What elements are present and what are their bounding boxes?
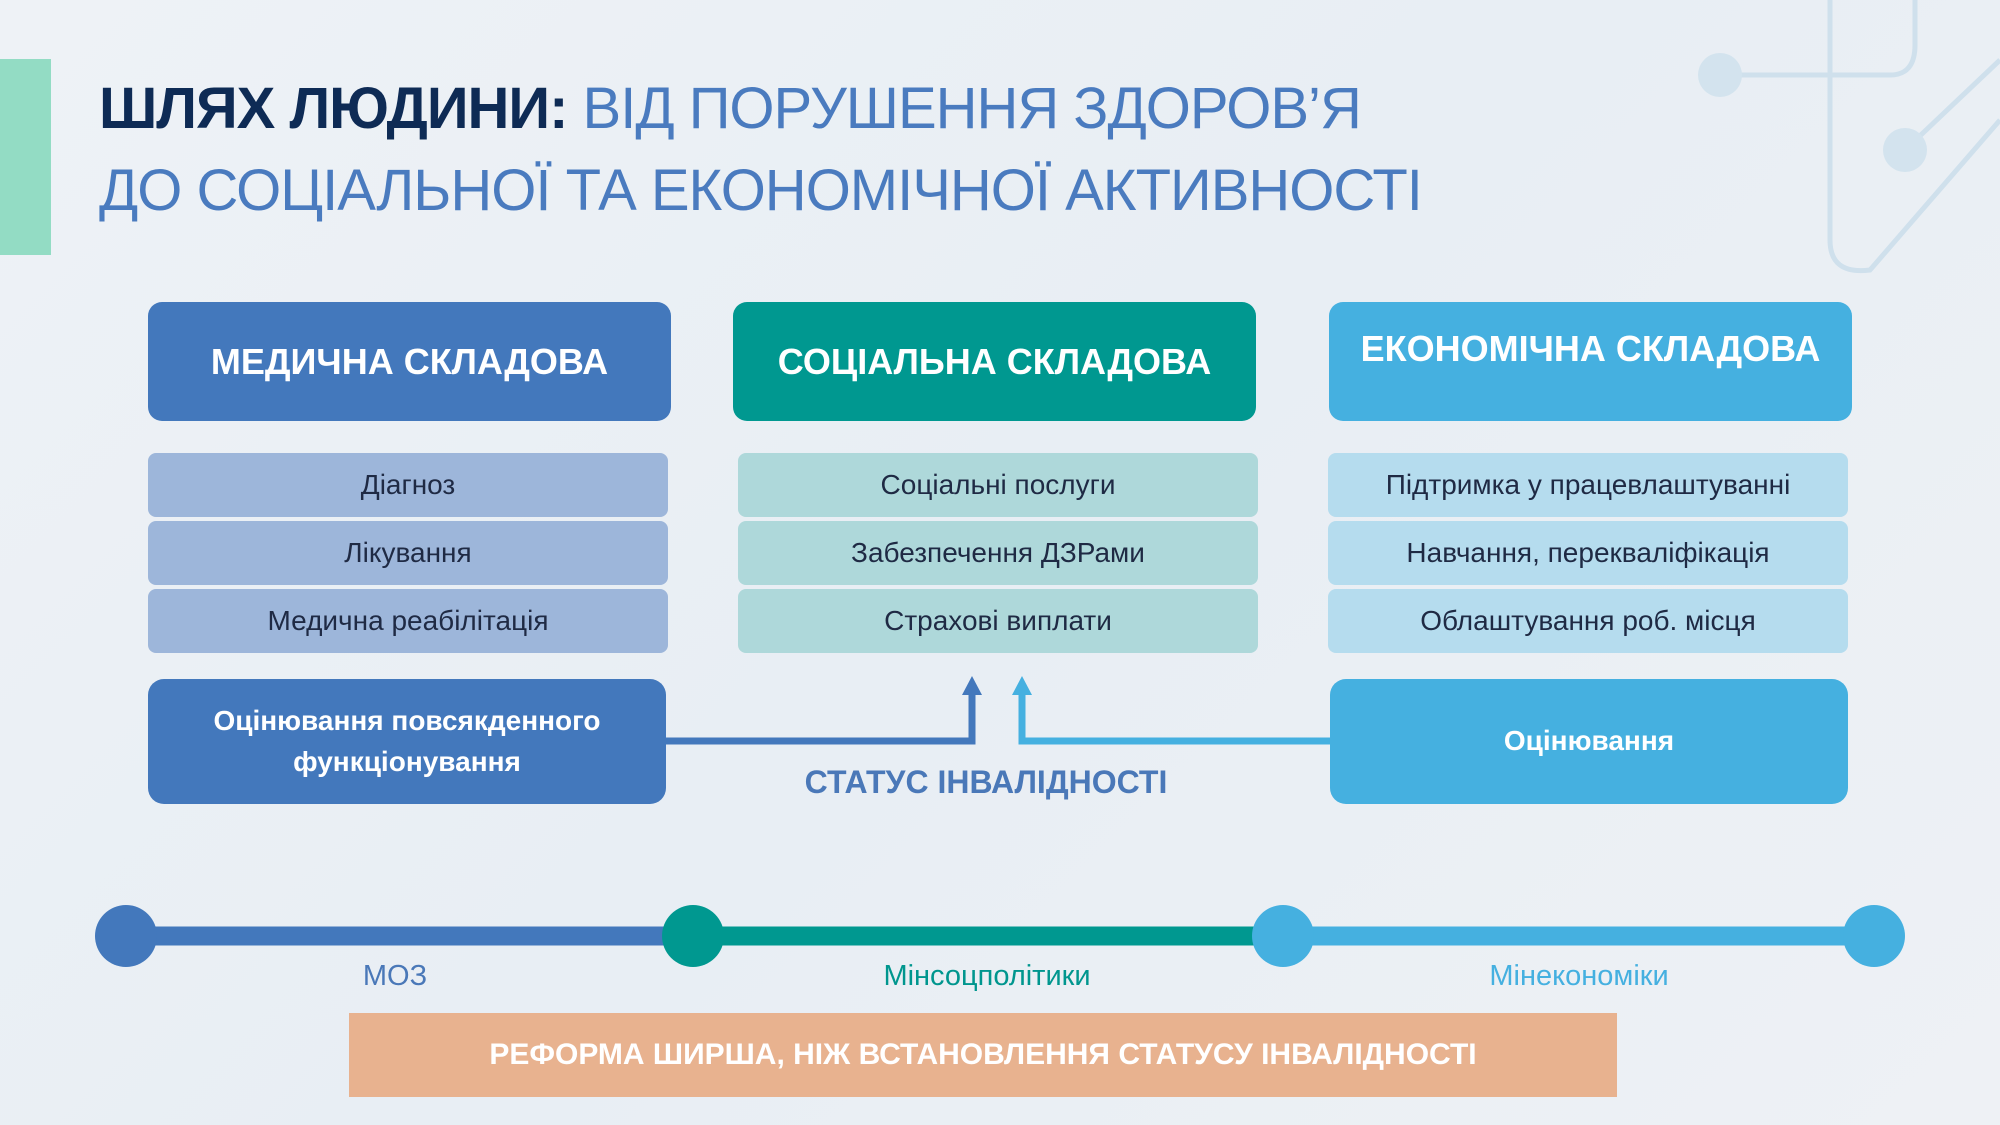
title-rest: ВІД ПОРУШЕННЯ ЗДОРОВ’Я — [567, 76, 1362, 141]
reform-banner: РЕФОРМА ШИРША, НІЖ ВСТАНОВЛЕННЯ СТАТУСУ … — [349, 1013, 1617, 1097]
title-line-1: ШЛЯХ ЛЮДИНИ: ВІД ПОРУШЕННЯ ЗДОРОВ’Я — [99, 80, 1362, 138]
item-medical-rehab: Медична реабілітація — [148, 589, 668, 653]
timeline-label-moz: МОЗ — [362, 960, 428, 992]
item-employment-support: Підтримка у працевлаштуванні — [1328, 453, 1848, 517]
timeline-label-economy: Мінекономіки — [1489, 960, 1669, 992]
timeline-node — [662, 905, 724, 967]
title-bold: ШЛЯХ ЛЮДИНИ: — [99, 76, 568, 141]
header-economic: ЕКОНОМІЧНА СКЛАДОВА — [1329, 302, 1852, 421]
timeline-node — [1843, 905, 1905, 967]
item-workplace: Облаштування роб. місця — [1328, 589, 1848, 653]
bottom-assessment: Оцінювання — [1330, 679, 1848, 804]
timeline-label-social-policy: Мінсоцполітики — [883, 960, 1091, 992]
decorative-network-icon — [1698, 0, 2000, 274]
timeline-node — [95, 905, 157, 967]
header-medical: МЕДИЧНА СКЛАДОВА — [148, 302, 671, 421]
arrow-up-icon — [962, 676, 982, 695]
bottom-functioning-assessment: Оцінювання повсякденного функціонування — [148, 679, 666, 804]
title-line-2: ДО СОЦІАЛЬНОЇ ТА ЕКОНОМІЧНОЇ АКТИВНОСТІ — [99, 158, 1423, 223]
disability-status-label: СТАТУС ІНВАЛІДНОСТІ — [804, 764, 1168, 800]
item-diagnosis: Діагноз — [148, 453, 668, 517]
item-treatment: Лікування — [148, 521, 668, 585]
timeline-node — [1252, 905, 1314, 967]
item-social-services: Соціальні послуги — [738, 453, 1258, 517]
accent-bar — [0, 59, 51, 255]
header-social: СОЦІАЛЬНА СКЛАДОВА — [733, 302, 1256, 421]
item-insurance: Страхові виплати — [738, 589, 1258, 653]
arrow-up-icon — [1012, 676, 1032, 695]
item-rehab-devices: Забезпечення ДЗРами — [738, 521, 1258, 585]
item-retraining: Навчання, перекваліфікація — [1328, 521, 1848, 585]
